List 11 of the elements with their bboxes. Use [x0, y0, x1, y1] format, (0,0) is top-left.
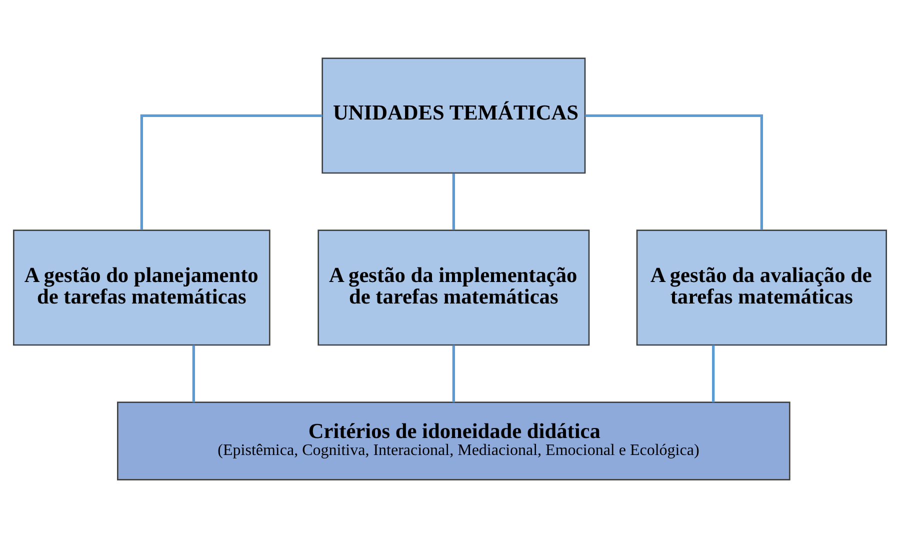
connector — [452, 345, 455, 402]
connector — [585, 114, 763, 230]
node-box: A gestão da implementação de tarefas matemáticas — [318, 230, 590, 346]
connector — [192, 345, 195, 402]
node-box: A gestão da avaliação de tarefas matemáticas — [636, 230, 887, 346]
node-box: A gestão do planejamento de tarefas matemáticas — [13, 230, 270, 346]
connector — [140, 114, 322, 230]
connector — [452, 173, 455, 230]
node-box: Critérios de idoneidade didática (Epistêmica, Cognitiva, Interacional, Mediacional, Emocional e Ecológica) — [117, 402, 790, 480]
node-box: UNIDADES TEMÁTICAS — [322, 58, 586, 174]
connector — [712, 345, 715, 402]
